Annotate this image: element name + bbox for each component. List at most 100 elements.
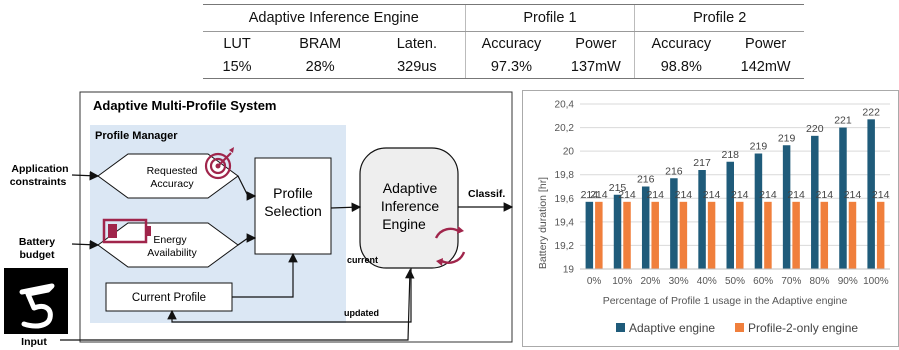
y-axis-label: Battery duration [hr] <box>537 177 549 269</box>
x-tick-label: 90% <box>838 276 858 287</box>
table-column-header: Accuracy <box>634 31 728 55</box>
profile-selection-box <box>254 157 332 255</box>
table-cell: 98.8% <box>634 55 728 79</box>
table-group-header: Profile 2 <box>634 4 804 32</box>
profile-manager-label: Profile Manager <box>95 130 178 142</box>
data-label-adaptive: 216 <box>637 174 655 186</box>
input-label: Input <box>21 336 47 348</box>
x-tick-label: 60% <box>753 276 773 287</box>
table-column-header: BRAM <box>299 35 342 52</box>
table-cell: 329us <box>369 55 465 79</box>
cycle-arrows-icon <box>434 226 466 266</box>
system-diagram: Adaptive Multi-Profile System Profile Ma… <box>4 91 514 348</box>
x-tick-label: 40% <box>697 276 717 287</box>
data-label-adaptive: 220 <box>806 123 824 135</box>
y-tick-label: 19,2 <box>555 241 575 252</box>
bar-adaptive <box>754 153 763 269</box>
x-tick-label: 50% <box>725 276 745 287</box>
bar-adaptive <box>839 127 847 269</box>
data-label-adaptive: 215 <box>609 182 627 194</box>
data-label-adaptive: 222 <box>862 106 880 118</box>
data-label-profile2: 214 <box>590 189 608 201</box>
table-cell: 142mW <box>727 55 804 79</box>
bar-profile2 <box>707 201 716 269</box>
table-column-header: Power <box>745 35 787 52</box>
battery-duration-chart: Battery duration [hr] Percentage of Prof… <box>537 100 890 335</box>
x-tick-label: 10% <box>612 276 632 287</box>
classif-label: Classif. <box>468 188 505 200</box>
data-label-profile2: 214 <box>646 189 664 201</box>
battery-icon <box>102 218 151 244</box>
table-cell: 97.3% <box>464 55 558 79</box>
data-label-profile2: 214 <box>844 189 862 201</box>
table-column-header: Laten. <box>396 35 438 52</box>
legend-swatch-profile2 <box>735 323 744 332</box>
bar-profile2 <box>876 201 885 269</box>
bar-profile2 <box>736 201 744 269</box>
target-icon <box>204 147 234 180</box>
data-label-adaptive: 219 <box>778 132 796 144</box>
table-column-header: LUT <box>223 35 251 52</box>
bar-adaptive <box>670 178 678 269</box>
data-label-adaptive: 218 <box>721 149 739 161</box>
data-label-profile2: 214 <box>618 189 636 201</box>
updated-edge-label: updated <box>344 308 379 318</box>
table-cell: 137mW <box>557 55 635 79</box>
data-label-profile2: 214 <box>872 189 890 201</box>
x-tick-label: 70% <box>781 276 801 287</box>
table-group-header: Profile 1 <box>464 4 635 32</box>
bar-profile2 <box>848 201 857 269</box>
bar-profile2 <box>820 201 829 269</box>
bar-profile2 <box>623 201 631 269</box>
table-cell: 15% <box>203 55 272 79</box>
x-axis-label: Percentage of Profile 1 usage in the Ada… <box>603 295 848 307</box>
bar-profile2 <box>595 201 603 269</box>
bar-profile2 <box>764 201 772 269</box>
y-tick-label: 20 <box>563 147 575 158</box>
chart-legend: Adaptive engine Profile-2-only engine <box>616 321 858 335</box>
bar-adaptive <box>726 161 734 269</box>
x-tick-label: 100% <box>863 276 889 287</box>
table-column-header: Accuracy <box>464 31 558 55</box>
current-edge-label: current <box>347 255 378 265</box>
bar-profile2 <box>792 201 800 269</box>
data-label-profile2: 214 <box>816 189 834 201</box>
data-label-adaptive: 216 <box>665 165 683 177</box>
y-tick-label: 20,2 <box>555 123 575 134</box>
data-label-adaptive: 217 <box>693 157 711 169</box>
data-label-adaptive: 219 <box>750 141 768 153</box>
diagram-title: Adaptive Multi-Profile System <box>93 98 276 113</box>
x-tick-label: 80% <box>810 276 830 287</box>
bar-adaptive <box>641 186 650 269</box>
bar-profile2 <box>679 201 688 269</box>
table-group-header: Adaptive Inference Engine <box>203 4 465 32</box>
x-tick-label: 20% <box>640 276 660 287</box>
legend-label-adaptive: Adaptive engine <box>629 321 715 335</box>
y-tick-label: 19,6 <box>555 194 575 205</box>
handwritten-digit-image <box>4 268 68 334</box>
data-label-profile2: 214 <box>759 189 777 201</box>
data-label-profile2: 214 <box>703 189 721 201</box>
y-tick-label: 19,4 <box>555 217 575 228</box>
legend-label-profile2: Profile-2-only engine <box>748 321 858 335</box>
bar-adaptive <box>782 145 791 269</box>
data-label-profile2: 214 <box>731 189 749 201</box>
bar-profile2 <box>651 201 659 269</box>
table-column-header: Power <box>575 35 617 52</box>
bar-adaptive <box>698 170 706 269</box>
data-label-adaptive: 221 <box>834 115 852 127</box>
bar-adaptive <box>585 201 594 269</box>
bar-adaptive <box>811 135 819 269</box>
table-cell: 28% <box>271 55 370 79</box>
x-tick-label: 0% <box>587 276 602 287</box>
current-profile-label: Current Profile <box>132 292 206 304</box>
data-label-profile2: 214 <box>675 189 693 201</box>
y-tick-label: 19 <box>563 265 575 276</box>
x-tick-label: 30% <box>669 276 689 287</box>
bar-adaptive <box>613 194 622 269</box>
legend-swatch-adaptive <box>616 323 625 332</box>
